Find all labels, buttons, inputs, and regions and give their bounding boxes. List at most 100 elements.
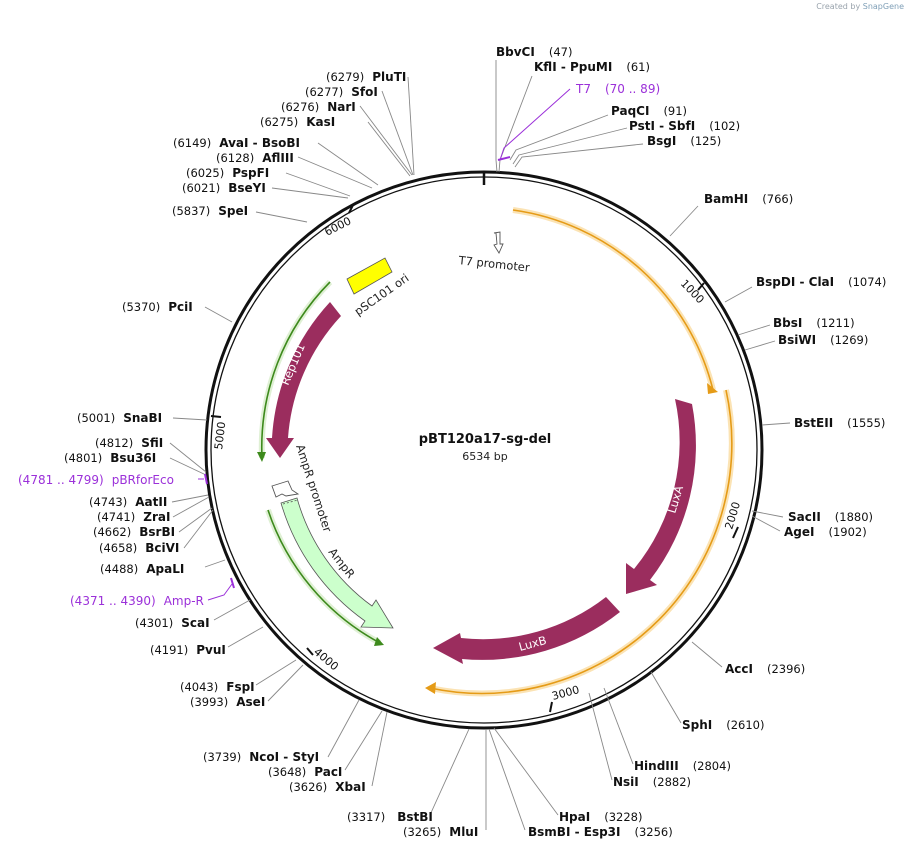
site-pspfi: (6025)PspFI: [186, 166, 269, 180]
site-kfli-ppumi: KflI - PpuMI(61): [534, 60, 650, 74]
site-psti-sbfi: PstI - SbfI(102): [629, 119, 740, 133]
site-t7-primer: T7(70 .. 89): [575, 82, 660, 96]
leader-ncoi: [327, 699, 360, 758]
site-apali: (4488)ApaLI: [100, 562, 184, 576]
orf-ampr-arrowhead: [374, 637, 384, 646]
orf-rep: [260, 281, 331, 459]
leader-bseyi: [271, 187, 349, 199]
tick-label-1000: 1000: [678, 277, 707, 306]
ampr-promoter-arrow: [271, 480, 300, 498]
tick-mark-6000: [348, 204, 354, 214]
site-bcivi: (4658)BciVI: [99, 541, 179, 555]
ampr-feature: [280, 497, 394, 629]
site-spei: (5837)SpeI: [172, 204, 248, 218]
site-hpai: HpaI(3228): [559, 810, 642, 824]
leader-sphi: [650, 671, 682, 724]
site-bseyi: (6021)BseYI: [182, 181, 266, 195]
plasmid-length: 6534 bp: [462, 450, 508, 463]
site-aatii: (4743)AatII: [89, 495, 167, 509]
site-agei: AgeI(1902): [784, 525, 867, 539]
plasmid-name: pBT120a17-sg-del: [418, 432, 552, 447]
leader-t7-primer: [499, 88, 571, 161]
tick-mark-4000: [306, 647, 314, 656]
leader-fspi: [255, 659, 297, 686]
leader-psti: [512, 127, 628, 165]
site-asei: (3993)AseI: [190, 695, 265, 709]
t7-promoter-arrow: [493, 231, 504, 254]
leader-hindiii: [603, 687, 634, 765]
luxb-feature: [433, 597, 620, 664]
ampr-primer-marker: [230, 577, 235, 589]
leader-pluti: [407, 76, 415, 176]
t7-promoter-label: T7 promoter: [457, 253, 531, 275]
site-nari: (6276)NarI: [281, 100, 356, 114]
site-xbai: (3626)XbaI: [289, 780, 366, 794]
leader-bsrbi: [178, 507, 213, 533]
leader-bsiwi: [744, 340, 776, 351]
leader-bsmbi: [488, 728, 526, 831]
site-paci: (3648)PacI: [268, 765, 342, 779]
site-bsu36i: (4801)Bsu36I: [64, 451, 156, 465]
leader-pvui: [227, 626, 264, 648]
site-kasi: (6275)KasI: [260, 115, 335, 129]
orf-ampr: [267, 509, 381, 644]
site-bsgi: BsgI(125): [647, 134, 721, 148]
tick-label-6000: 6000: [322, 214, 353, 238]
site-bbsi: BbsI(1211): [773, 316, 855, 330]
leader-bamhi: [669, 205, 699, 237]
snapgene-credit: Created by SnapGene: [816, 2, 904, 11]
credit-prefix: Created by: [816, 2, 861, 11]
site-labels: BbvCI(47) KflI - PpuMI(61) T7(70 .. 89) …: [18, 45, 886, 839]
leader-bstbi: [429, 728, 470, 816]
leader-paqci: [509, 114, 609, 161]
orf-arc-1: [512, 209, 714, 391]
leader-bcivi: [183, 509, 214, 549]
leader-xbai: [371, 711, 388, 787]
site-bamhi: BamHI(766): [704, 192, 793, 206]
psc101-ori-feature: [346, 257, 393, 295]
leader-bbsi: [737, 324, 771, 336]
site-ampr-primer: (4371 .. 4390)Amp-R: [70, 594, 204, 608]
leader-sacii: [751, 510, 784, 518]
site-bbvci: BbvCI(47): [496, 45, 572, 59]
ampr-start-marker: [282, 499, 299, 505]
leader-spei: [255, 211, 308, 223]
tick-label-3000: 3000: [550, 683, 580, 703]
rep101-feature: [266, 302, 341, 458]
leader-zrai: [172, 496, 210, 518]
snapgene-brand: SnapGene: [862, 2, 904, 11]
leader-nari: [359, 105, 413, 176]
tick-label-5000: 5000: [212, 421, 228, 450]
site-fspi: (4043)FspI: [180, 680, 255, 694]
leader-ampr-primer: [207, 583, 233, 601]
tick-mark-1000: [697, 282, 705, 291]
site-leaders: [169, 60, 791, 831]
site-paqci: PaqCI(91): [611, 104, 687, 118]
site-afliii: (6128)AflIII: [216, 151, 294, 165]
leader-pspfi: [285, 172, 351, 197]
tick-mark-2000: [732, 526, 739, 539]
site-scai: (4301)ScaI: [135, 616, 210, 630]
orf-arc-1-arrowhead: [707, 383, 718, 394]
orf-arc-2-arrowhead: [425, 682, 436, 694]
leader-avai: [317, 142, 379, 186]
leader-agei: [751, 515, 781, 532]
leader-apali: [204, 559, 226, 568]
leader-bspdi: [724, 286, 753, 303]
t7-primer-marker: [497, 156, 511, 161]
site-bsmbi-esp3i: BsmBI - Esp3I(3256): [528, 825, 673, 839]
tick-label-4000: 4000: [311, 645, 341, 673]
leader-aatii: [171, 494, 209, 503]
orf-rep-arrowhead: [257, 452, 266, 462]
site-sacii: SacII(1880): [788, 510, 873, 524]
pbrforeco-primer-marker: [204, 473, 208, 485]
leader-afliii: [297, 156, 373, 189]
site-sfii: (4812)SfiI: [95, 436, 163, 450]
leader-bsgi: [514, 143, 644, 168]
site-nsii: NsiI(2882): [613, 775, 691, 789]
site-pbrforeco-primer: (4781 .. 4799)pBRforEco: [18, 473, 174, 487]
orf-arc-1-halo: [512, 207, 716, 391]
site-sphi: SphI(2610): [682, 718, 765, 732]
leader-kasi: [367, 121, 411, 177]
